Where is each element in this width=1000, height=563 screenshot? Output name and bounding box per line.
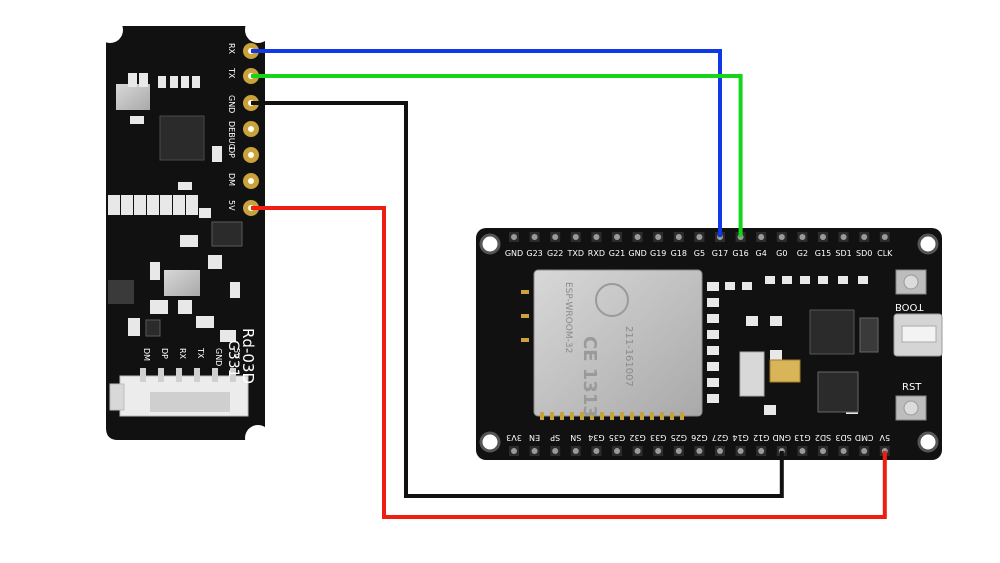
crystal bbox=[859, 317, 879, 353]
sensor-pin-label: RX bbox=[227, 43, 236, 55]
rst-label: RST bbox=[902, 382, 922, 393]
sensor-oscillator bbox=[164, 270, 200, 296]
bottom-pin-label-3v3: 3V3 bbox=[506, 433, 522, 442]
bottom-pin-label-g33: G33 bbox=[650, 433, 666, 442]
wire-gnd-to-gnd bbox=[251, 101, 784, 498]
top-pin-label-g5: G5 bbox=[694, 249, 705, 258]
sensor-pin-label: TX bbox=[227, 67, 236, 79]
ce-mark: CE 1313 bbox=[579, 336, 600, 418]
top-pin-label-g4: G4 bbox=[756, 249, 767, 258]
top-pin-label-g23: G23 bbox=[526, 249, 542, 258]
sensor-pin-label: GND bbox=[227, 95, 236, 113]
top-pin-label-g15: G15 bbox=[815, 249, 831, 258]
bottom-pin-label-sd3: SD3 bbox=[835, 433, 851, 442]
bottom-pin-label-sn: SN bbox=[570, 433, 581, 442]
sensor-connector-label: RX bbox=[178, 348, 187, 360]
sensor-small-chip bbox=[108, 280, 134, 304]
top-pin-label-sd0: SD0 bbox=[856, 249, 872, 258]
bottom-pin-label-g34: G34 bbox=[588, 433, 604, 442]
bottom-pin-label-sd2: SD2 bbox=[815, 433, 831, 442]
mounting-hole bbox=[479, 233, 501, 255]
sensor-connector-label: DM bbox=[142, 348, 151, 361]
bottom-pin-label-g35: G35 bbox=[609, 433, 625, 442]
voltage-regulator bbox=[739, 351, 765, 397]
top-pin-label-txd: TXD bbox=[567, 249, 585, 258]
module-code: 211-161007 bbox=[623, 326, 634, 387]
sensor-connector bbox=[109, 368, 249, 417]
bottom-pin-label-g12: G12 bbox=[753, 433, 769, 442]
top-pin-label-gnd: GND bbox=[628, 249, 646, 258]
rst-button[interactable] bbox=[895, 395, 927, 421]
sensor-connector-label: DP bbox=[160, 348, 169, 359]
sensor-pin-label: 5V bbox=[227, 200, 236, 211]
sensor-connector-label: 5V bbox=[232, 348, 241, 359]
top-pin-label-g0: G0 bbox=[776, 249, 787, 258]
top-pin-label-g21: G21 bbox=[609, 249, 625, 258]
sensor-code-label: G331 bbox=[225, 340, 241, 378]
sensor-crystal bbox=[116, 84, 150, 110]
tantalum-capacitor bbox=[769, 359, 801, 383]
top-pin-label-g2: G2 bbox=[797, 249, 808, 258]
sensor-chip bbox=[159, 115, 205, 161]
wire-5v-to-5v bbox=[251, 206, 887, 519]
boot-label: BOOT bbox=[895, 301, 924, 312]
bottom-pin-label-g14: G14 bbox=[732, 433, 748, 442]
sensor-regulator bbox=[211, 221, 243, 247]
top-pin-label-gnd: GND bbox=[505, 249, 523, 258]
top-pin-label-g19: G19 bbox=[650, 249, 666, 258]
bottom-pin-label-en: EN bbox=[529, 433, 540, 442]
mounting-hole bbox=[479, 431, 501, 453]
top-pin-label-clk: CLK bbox=[877, 249, 893, 258]
esp-wroom-32-module: ESP-WROOM-32 CE 1313 211-161007 bbox=[533, 269, 703, 420]
sensor-connector-label: GND bbox=[214, 348, 223, 366]
top-pin-label-g22: G22 bbox=[547, 249, 563, 258]
bottom-pin-label-5v: 5V bbox=[879, 433, 890, 442]
mounting-hole bbox=[917, 233, 939, 255]
top-pin-label-g18: G18 bbox=[671, 249, 687, 258]
wire-tx-to-g16 bbox=[251, 74, 743, 237]
top-pin-label-rxd: RXD bbox=[588, 249, 605, 258]
sensor-model-label: Rd-03D bbox=[239, 328, 257, 384]
bottom-pin-label-gnd: GND bbox=[773, 433, 791, 442]
usb-uart-chip bbox=[809, 309, 855, 355]
sensor-pin-label: DM bbox=[227, 173, 236, 186]
bottom-pin-label-g32: G32 bbox=[629, 433, 645, 442]
mounting-hole bbox=[917, 431, 939, 453]
sensor-pin-label: DEBUG bbox=[227, 121, 236, 150]
top-pin-label-g17: G17 bbox=[712, 249, 728, 258]
ldo-regulator bbox=[817, 371, 859, 413]
bottom-pin-label-g27: G27 bbox=[712, 433, 728, 442]
bottom-pin-label-cmd: CMD bbox=[855, 433, 874, 442]
wire-rx-to-g17 bbox=[251, 49, 722, 237]
module-label: ESP-WROOM-32 bbox=[563, 282, 573, 353]
top-pin-label-g16: G16 bbox=[732, 249, 748, 258]
bottom-pin-label-sp: SP bbox=[550, 433, 560, 442]
sensor-pin-label: DP bbox=[227, 147, 236, 158]
espressif-logo-icon bbox=[595, 283, 629, 317]
sensor-connector-labels: DM DP RX TX GND 5V bbox=[142, 347, 241, 366]
top-pin-label-sd1: SD1 bbox=[835, 249, 851, 258]
boot-button[interactable] bbox=[895, 269, 927, 295]
wires bbox=[251, 49, 887, 519]
bottom-pin-label-g26: G26 bbox=[691, 433, 707, 442]
sensor-connector-label: TX bbox=[196, 347, 205, 359]
bottom-pin-label-g25: G25 bbox=[671, 433, 687, 442]
bottom-pin-label-g13: G13 bbox=[794, 433, 810, 442]
